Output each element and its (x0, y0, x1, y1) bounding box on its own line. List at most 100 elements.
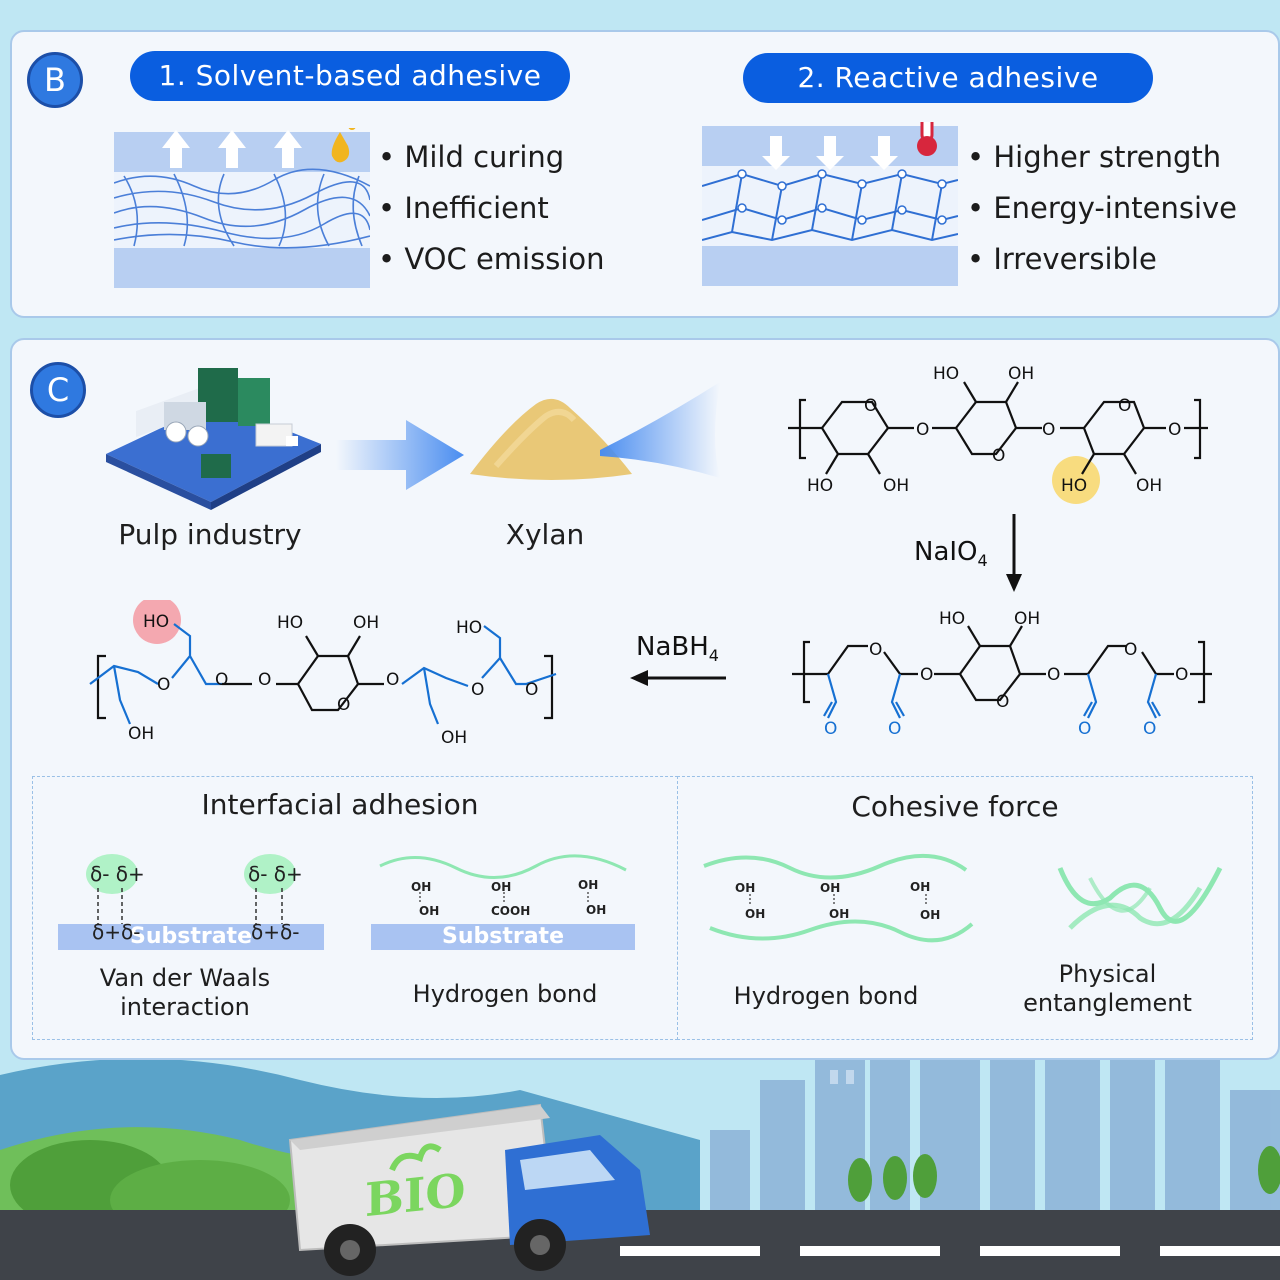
xylan-label: Xylan (505, 518, 585, 551)
pulp-factory-illustration (106, 368, 321, 510)
chem-oh: OH (910, 880, 931, 894)
naio4-arrow (1006, 514, 1022, 592)
chem-oh: OH (586, 903, 607, 917)
chem-ho: HO (933, 364, 960, 384)
chem-o: O (157, 675, 171, 695)
reactive-adhesive-illustration (702, 122, 958, 286)
cohesive-force-title: Cohesive force (851, 790, 1059, 823)
chem-oh: OH (578, 878, 599, 892)
chem-o: O (1175, 665, 1189, 685)
chem-o: O (864, 396, 878, 416)
chem-o: O (1124, 640, 1138, 660)
cohesive-force-box (677, 776, 1253, 1040)
interfacial-hbond-label: Hydrogen bond (412, 980, 598, 1008)
solvent-adhesive-illustration (114, 128, 370, 288)
chem-o: O (920, 665, 934, 685)
interfacial-hbond-illustration (379, 854, 627, 902)
delta-labels: δ+δ- (92, 920, 141, 944)
chem-o-aldehyde: O (1143, 719, 1157, 739)
chem-oh: OH (411, 880, 432, 894)
cohesive-hbond-label: Hydrogen bond (733, 982, 919, 1010)
chem-oh: OH (920, 908, 941, 922)
solvent-adhesive-title: 1. Solvent-based adhesive (130, 51, 570, 101)
chem-o: O (1042, 420, 1056, 440)
reactive-bullets: Higher strength Energy-intensive Irrever… (967, 132, 1237, 285)
chem-oh: OH (353, 613, 380, 633)
vdw-substrate: Substrate (58, 924, 324, 950)
naio4-sub: 4 (977, 551, 988, 571)
physical-entanglement-illustration (1057, 866, 1223, 930)
solvent-bullet: VOC emission (378, 234, 604, 285)
delta-labels: δ+δ- (251, 920, 300, 944)
chem-o-aldehyde: O (888, 719, 902, 739)
delta-labels: δ- δ+ (248, 862, 303, 886)
chem-ho-highlighted: HO (1061, 476, 1088, 496)
solvent-bullets: Mild curing Inefficient VOC emission (378, 132, 605, 285)
nabh4-sub: 4 (708, 646, 719, 666)
delta-labels: δ- δ+ (90, 862, 145, 886)
solvent-bullet: Mild curing (378, 132, 605, 183)
chem-ho-highlighted: HO (143, 612, 170, 632)
chem-o: O (1118, 396, 1132, 416)
dialcohol-xylan-structure (89, 600, 557, 725)
hbond-substrate: Substrate (371, 924, 635, 950)
chem-oh: OH (441, 728, 468, 748)
flow-arrow-pulp-to-xylan (336, 420, 464, 490)
solvent-bullet: Inefficient (378, 183, 605, 234)
nabh4-label: NaBH4 (636, 632, 719, 665)
chem-oh: OH (745, 907, 766, 921)
reactive-adhesive-title: 2. Reactive adhesive (743, 53, 1153, 103)
chem-o: O (1168, 420, 1182, 440)
physical-entanglement-label: Physical entanglement (1023, 960, 1192, 1017)
reactive-bullet: Energy-intensive (967, 183, 1237, 234)
chem-o: O (337, 695, 351, 715)
flow-arrow-xylan-to-structure (600, 382, 720, 478)
xylan-structure (788, 381, 1208, 504)
naio4-label: NaIO4 (914, 537, 988, 570)
truck-logo: BIO (365, 1162, 466, 1228)
nabh4-arrow (630, 670, 726, 686)
chem-oh: OH (820, 881, 841, 895)
chem-o: O (258, 670, 272, 690)
chem-oh: OH (491, 880, 512, 894)
panel-b-label: B (27, 52, 83, 108)
chem-o: O (386, 670, 400, 690)
chem-o: O (869, 640, 883, 660)
naio4-main: NaIO (914, 537, 978, 567)
pulp-industry-label: Pulp industry (118, 518, 302, 551)
nabh4-main: NaBH (636, 632, 709, 662)
chem-ho: HO (277, 613, 304, 633)
chem-ho: HO (939, 609, 966, 629)
chem-o-aldehyde: O (1078, 719, 1092, 739)
chem-o: O (215, 670, 229, 690)
chem-oh: OH (883, 476, 910, 496)
interfacial-adhesion-title: Interfacial adhesion (201, 788, 479, 821)
chem-oh: OH (1014, 609, 1041, 629)
chem-ho: HO (456, 618, 483, 638)
panel-c-label: C (30, 362, 86, 418)
chem-oh: OH (829, 907, 850, 921)
chem-o: O (916, 420, 930, 440)
xylan-powder-illustration (470, 398, 632, 480)
van-der-waals-illustration (86, 854, 296, 924)
chem-o: O (1047, 665, 1061, 685)
chem-oh: OH (1136, 476, 1163, 496)
reactive-bullet: Higher strength (967, 132, 1237, 183)
chem-o: O (996, 692, 1010, 712)
reactive-bullet: Irreversible (967, 234, 1237, 285)
chem-cooh: COOH (491, 904, 531, 918)
van-der-waals-label: Van der Waals interaction (99, 964, 271, 1021)
chem-oh: OH (1008, 364, 1035, 384)
chem-o: O (471, 680, 485, 700)
chem-ho: HO (807, 476, 834, 496)
chem-oh: OH (419, 904, 440, 918)
chem-o: O (525, 680, 539, 700)
chem-o-aldehyde: O (824, 719, 838, 739)
chem-oh: OH (128, 724, 155, 744)
chem-oh: OH (735, 881, 756, 895)
chem-o: O (992, 446, 1006, 466)
dialdehyde-xylan-structure (792, 625, 1212, 719)
truck (288, 1103, 650, 1276)
cohesive-hbond-illustration (703, 854, 974, 943)
